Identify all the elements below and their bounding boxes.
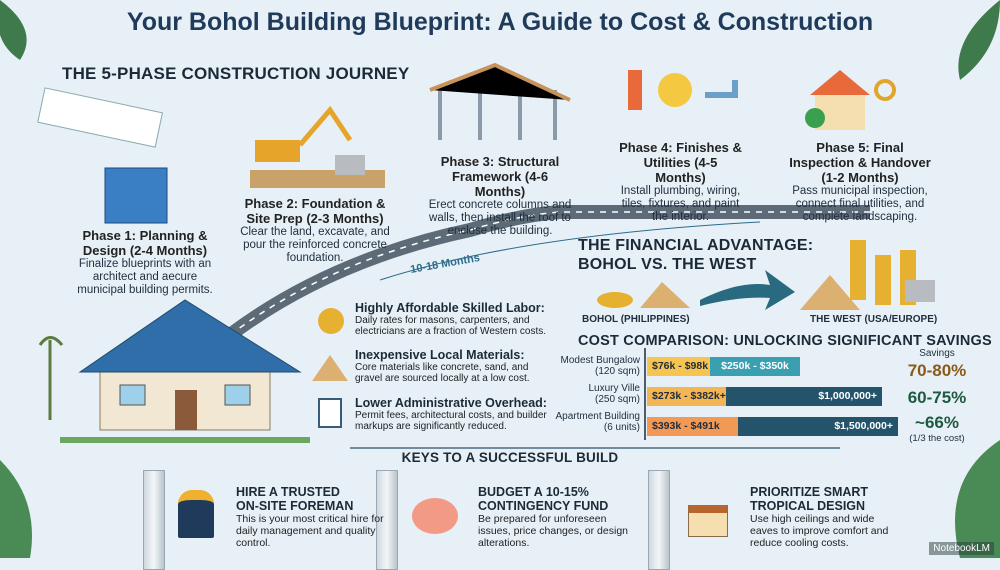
- bar-bohol: $273k - $382k+: [647, 387, 726, 406]
- benefit-labor: Highly Affordable Skilled Labor:Daily ra…: [355, 301, 547, 337]
- savings-value: ~66%: [915, 413, 959, 432]
- bar-bohol: $76k - $98k: [647, 357, 710, 376]
- journey-heading: THE 5-PHASE CONSTRUCTION JOURNEY: [62, 64, 410, 83]
- savings-value: 70-80%: [907, 361, 967, 380]
- excavator-icon: [250, 105, 385, 188]
- utilities-icon: [628, 70, 738, 110]
- row-label: Apartment Building(6 units): [555, 411, 641, 433]
- house-keys-icon: [805, 70, 896, 130]
- chart-title: COST COMPARISON: UNLOCKING SIGNIFICANT S…: [578, 333, 992, 349]
- arrow-icon: [700, 270, 795, 310]
- bar-west: $1,000,000+: [726, 387, 882, 406]
- savings-label: Savings: [919, 348, 955, 359]
- bar-west: $1,500,000+: [738, 417, 898, 436]
- row-label: Luxury Ville(250 sqm): [588, 383, 640, 405]
- bar-bohol: $393k - $491k: [647, 417, 738, 436]
- west-coins-illustration: [800, 240, 935, 310]
- foreman-icon: [178, 490, 214, 538]
- frame-icon: [429, 62, 571, 140]
- bohol-label: BOHOL (PHILIPPINES): [582, 314, 690, 325]
- bohol-house-illustration: [38, 299, 310, 443]
- pillar: [648, 470, 670, 570]
- keys-heading: KEYS TO A SUCCESSFUL BUILD: [401, 450, 619, 465]
- sand-pile-icon: [312, 355, 348, 381]
- page-title: Your Bohol Building Blueprint: A Guide t…: [126, 8, 874, 36]
- tropical-house-icon: [688, 505, 728, 537]
- bohol-coins-illustration: [597, 282, 690, 308]
- phase-2: Phase 2: Foundation & Site Prep (2-3 Mon…: [240, 196, 390, 264]
- phase-4: Phase 4: Finishes & Utilities (4-5 Month…: [619, 140, 742, 223]
- pillar: [143, 470, 165, 570]
- piggy-bank-icon: [412, 498, 458, 534]
- coins-hand-icon: [318, 308, 344, 334]
- financial-heading: THE FINANCIAL ADVANTAGE:BOHOL VS. THE WE…: [578, 237, 814, 273]
- phase-1: Phase 1: Planning & Design (2-4 Months)F…: [77, 228, 213, 296]
- background-illustration: [0, 0, 1000, 558]
- savings-note: (1/3 the cost): [909, 433, 965, 444]
- phase-5: Phase 5: Final Inspection & Handover (1-…: [789, 140, 931, 223]
- clipboard-check-icon: [318, 398, 342, 428]
- benefit-overhead: Lower Administrative Overhead:Permit fee…: [355, 396, 547, 432]
- savings-value: 60-75%: [907, 388, 967, 407]
- bar-west: $250k - $350k: [710, 357, 800, 376]
- row-label: Modest Bungalow(120 sqm): [560, 355, 641, 377]
- benefit-materials: Inexpensive Local Materials:Core materia…: [355, 348, 530, 384]
- watermark: NotebookLM: [929, 542, 994, 555]
- blueprint-icon: [104, 167, 168, 224]
- west-label: THE WEST (USA/EUROPE): [810, 314, 938, 325]
- phase-3: Phase 3: Structural Framework (4-6 Month…: [428, 154, 572, 237]
